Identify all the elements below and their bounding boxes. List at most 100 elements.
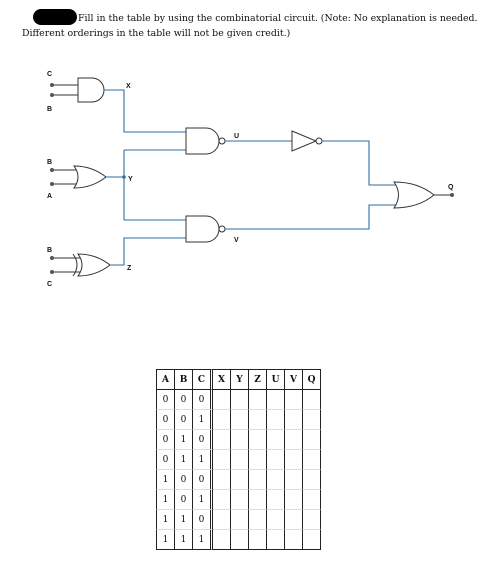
instruction-line-2: Different orderings in the table will no… [22,28,291,39]
input-cell: 0 [193,390,213,410]
input-cell: 1 [156,470,175,490]
header-b: B [175,369,193,390]
header-u: U [267,369,285,390]
answer-cell[interactable] [213,510,231,530]
redacted-name-block [33,9,77,25]
input-cell: 0 [156,410,175,430]
answer-cell[interactable] [231,490,249,510]
answer-cell[interactable] [213,410,231,430]
signal-label-u: U [234,133,239,140]
answer-cell[interactable] [303,410,321,430]
answer-cell[interactable] [231,430,249,450]
answer-cell[interactable] [213,430,231,450]
input-label-b-g3: B [47,247,52,254]
answer-cell[interactable] [267,470,285,490]
answer-cell[interactable] [303,510,321,530]
instructions: Fill in the table by using the combinato… [22,11,500,41]
answer-cell[interactable] [249,490,267,510]
input-cell: 0 [156,430,175,450]
and-gate-x [50,77,105,103]
answer-cell[interactable] [267,490,285,510]
answer-cell[interactable] [249,470,267,490]
answer-cell[interactable] [213,490,231,510]
answer-cell[interactable] [231,410,249,430]
output-label-q: Q [448,184,454,191]
input-cell: 0 [193,470,213,490]
answer-cell[interactable] [285,450,303,470]
signal-label-x: X [126,83,131,90]
answer-cell[interactable] [267,530,285,550]
instruction-line-1: Fill in the table by using the combinato… [78,13,478,24]
input-cell: 1 [156,530,175,550]
answer-cell[interactable] [249,530,267,550]
answer-cell[interactable] [213,390,231,410]
or-gate-y [50,165,107,189]
answer-cell[interactable] [303,470,321,490]
input-cell: 1 [193,490,213,510]
answer-cell[interactable] [213,530,231,550]
answer-cell[interactable] [267,410,285,430]
input-cell: 0 [175,390,193,410]
input-cell: 0 [175,410,193,430]
input-cell: 0 [193,510,213,530]
header-c: C [193,369,213,390]
answer-cell[interactable] [285,430,303,450]
answer-cell[interactable] [303,390,321,410]
input-cell: 1 [193,530,213,550]
input-cell: 1 [193,450,213,470]
answer-cell[interactable] [231,450,249,470]
answer-cell[interactable] [285,510,303,530]
header-z: Z [249,369,267,390]
logic-circuit-diagram: C B X B A Y B C Z U V [47,71,454,288]
answer-cell[interactable] [249,450,267,470]
answer-cell[interactable] [249,430,267,450]
answer-cell[interactable] [285,390,303,410]
nand-gate-u [185,127,226,155]
answer-cell[interactable] [303,490,321,510]
answer-cell[interactable] [249,510,267,530]
answer-cell[interactable] [285,410,303,430]
xor-gate-z [50,253,111,277]
answer-cell[interactable] [231,510,249,530]
answer-cell[interactable] [303,530,321,550]
input-cell: 1 [193,410,213,430]
answer-cell[interactable] [303,430,321,450]
answer-cell[interactable] [267,390,285,410]
table-header-row: A B C X Y Z U V Q [156,369,321,390]
or-gate-q [393,181,435,209]
answer-cell[interactable] [285,470,303,490]
input-cell: 1 [175,430,193,450]
answer-cell[interactable] [285,530,303,550]
answer-cell[interactable] [231,390,249,410]
input-cell: 0 [156,390,175,410]
signal-label-v: V [234,237,239,244]
answer-cell[interactable] [213,450,231,470]
input-cell: 0 [175,490,193,510]
answer-cell[interactable] [249,390,267,410]
answer-cell[interactable] [249,410,267,430]
answer-cell[interactable] [231,530,249,550]
answer-cell[interactable] [303,450,321,470]
input-cell: 1 [175,450,193,470]
answer-cell[interactable] [285,490,303,510]
input-label-a-g2: A [47,193,52,200]
input-label-b-g2: B [47,159,52,166]
answer-cell[interactable] [267,510,285,530]
header-y: Y [231,369,249,390]
answer-cell[interactable] [213,470,231,490]
header-q: Q [303,369,321,390]
nand-gate-v [185,215,226,243]
answer-cell[interactable] [231,470,249,490]
header-a: A [156,369,175,390]
input-cell: 0 [193,430,213,450]
input-cell: 0 [156,450,175,470]
input-cell: 1 [156,510,175,530]
answer-cell[interactable] [267,450,285,470]
answer-cell[interactable] [267,430,285,450]
not-gate [291,130,323,152]
